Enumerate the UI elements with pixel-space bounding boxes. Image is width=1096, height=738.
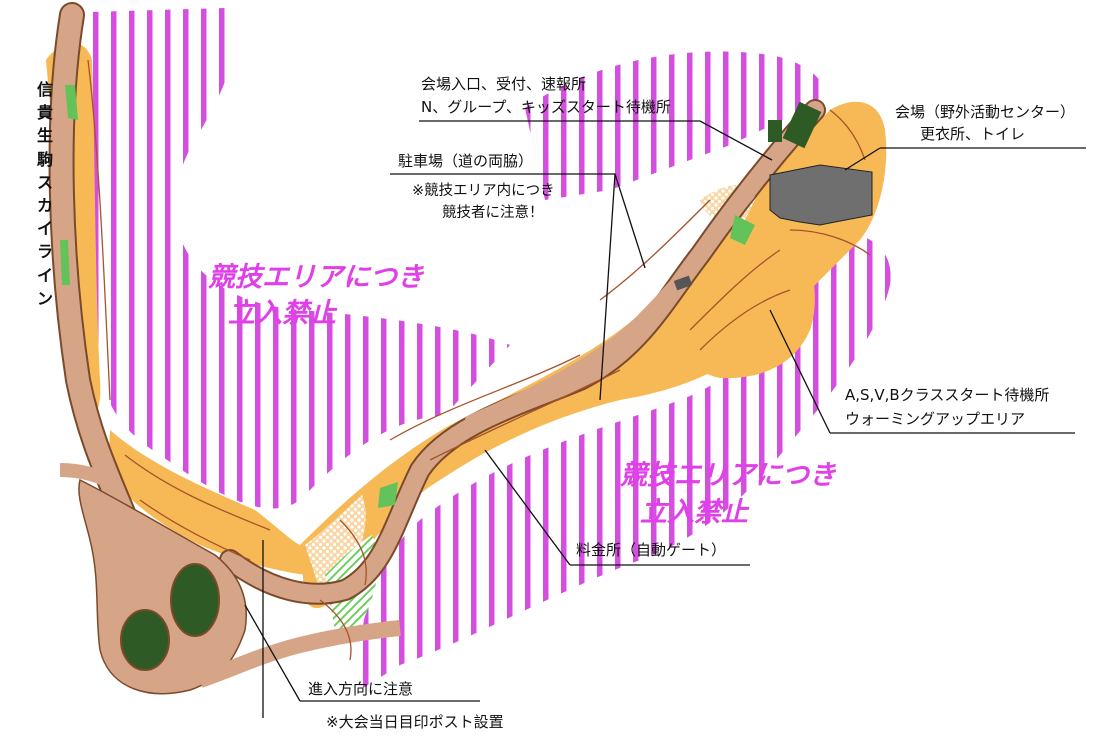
road-name-char: ス xyxy=(36,172,53,192)
forest-patch-venue-2 xyxy=(768,120,782,142)
road-name-char: 信 xyxy=(36,80,53,99)
restricted-warning-left-1: 競技エリアにつき xyxy=(208,262,424,293)
road-name-char: 駒 xyxy=(36,149,53,169)
open-land-west xyxy=(108,430,305,575)
entrance-label-2: N、グループ、キッズスタート待機所 xyxy=(421,98,671,116)
small-building xyxy=(673,275,693,291)
road-name-char: イ xyxy=(36,219,53,239)
direction-label: 進入方向に注意 xyxy=(308,680,414,698)
road-name-char: カ xyxy=(36,196,53,216)
light-green-strip-4 xyxy=(730,215,755,245)
warmup-label-2: ウォーミングアップエリア xyxy=(845,410,1026,428)
exit-road xyxy=(197,620,401,688)
parking-label: 駐車場（道の両脇） xyxy=(398,152,534,170)
forest-island-2 xyxy=(170,563,220,637)
road-name-char: ン xyxy=(36,288,53,308)
venue-label-2: 更衣所、トイレ xyxy=(920,125,1026,143)
side-road-west xyxy=(59,463,119,491)
open-land-warmup xyxy=(671,243,815,379)
entrance-label-1: 会場入口、受付、速報所 xyxy=(421,75,587,93)
light-green-strip-1 xyxy=(65,85,78,120)
restricted-area-right xyxy=(359,51,891,690)
restricted-area-left xyxy=(87,8,510,509)
contours xyxy=(87,59,871,661)
venue-label-1: 会場（野外活動センター） xyxy=(895,103,1076,121)
access-road-parallel xyxy=(465,190,755,425)
restricted-warning-left-2: 立入禁止 xyxy=(228,298,336,329)
restricted-warning-right-2: 立入禁止 xyxy=(640,497,748,528)
light-green-strip-2 xyxy=(60,240,70,285)
leader-lines xyxy=(244,120,1086,718)
road-name-char: 生 xyxy=(36,126,53,146)
tollgate-label: 料金所（自動ゲート） xyxy=(576,541,727,559)
venue-building xyxy=(769,164,873,226)
forest-patch-venue xyxy=(782,101,822,149)
restricted-warning-right-1: 競技エリアにつき xyxy=(620,460,836,491)
road-name-vertical: 信貴生駒スカイライン xyxy=(34,78,56,310)
road-name-char: イ xyxy=(36,265,53,285)
forest-island-1 xyxy=(120,609,170,671)
warmup-label-1: A,S,V,Bクラススタート待機所 xyxy=(845,386,1050,404)
light-green-strip-3 xyxy=(378,482,398,508)
road-name-char: 貴 xyxy=(36,103,53,123)
road-name-char: ラ xyxy=(36,242,53,262)
parking-note-1: ※競技エリア内につき xyxy=(412,183,555,199)
post-note-label: ※大会当日目印ポスト設置 xyxy=(326,713,504,731)
parking-note-2: 競技者に注意！ xyxy=(442,205,544,221)
